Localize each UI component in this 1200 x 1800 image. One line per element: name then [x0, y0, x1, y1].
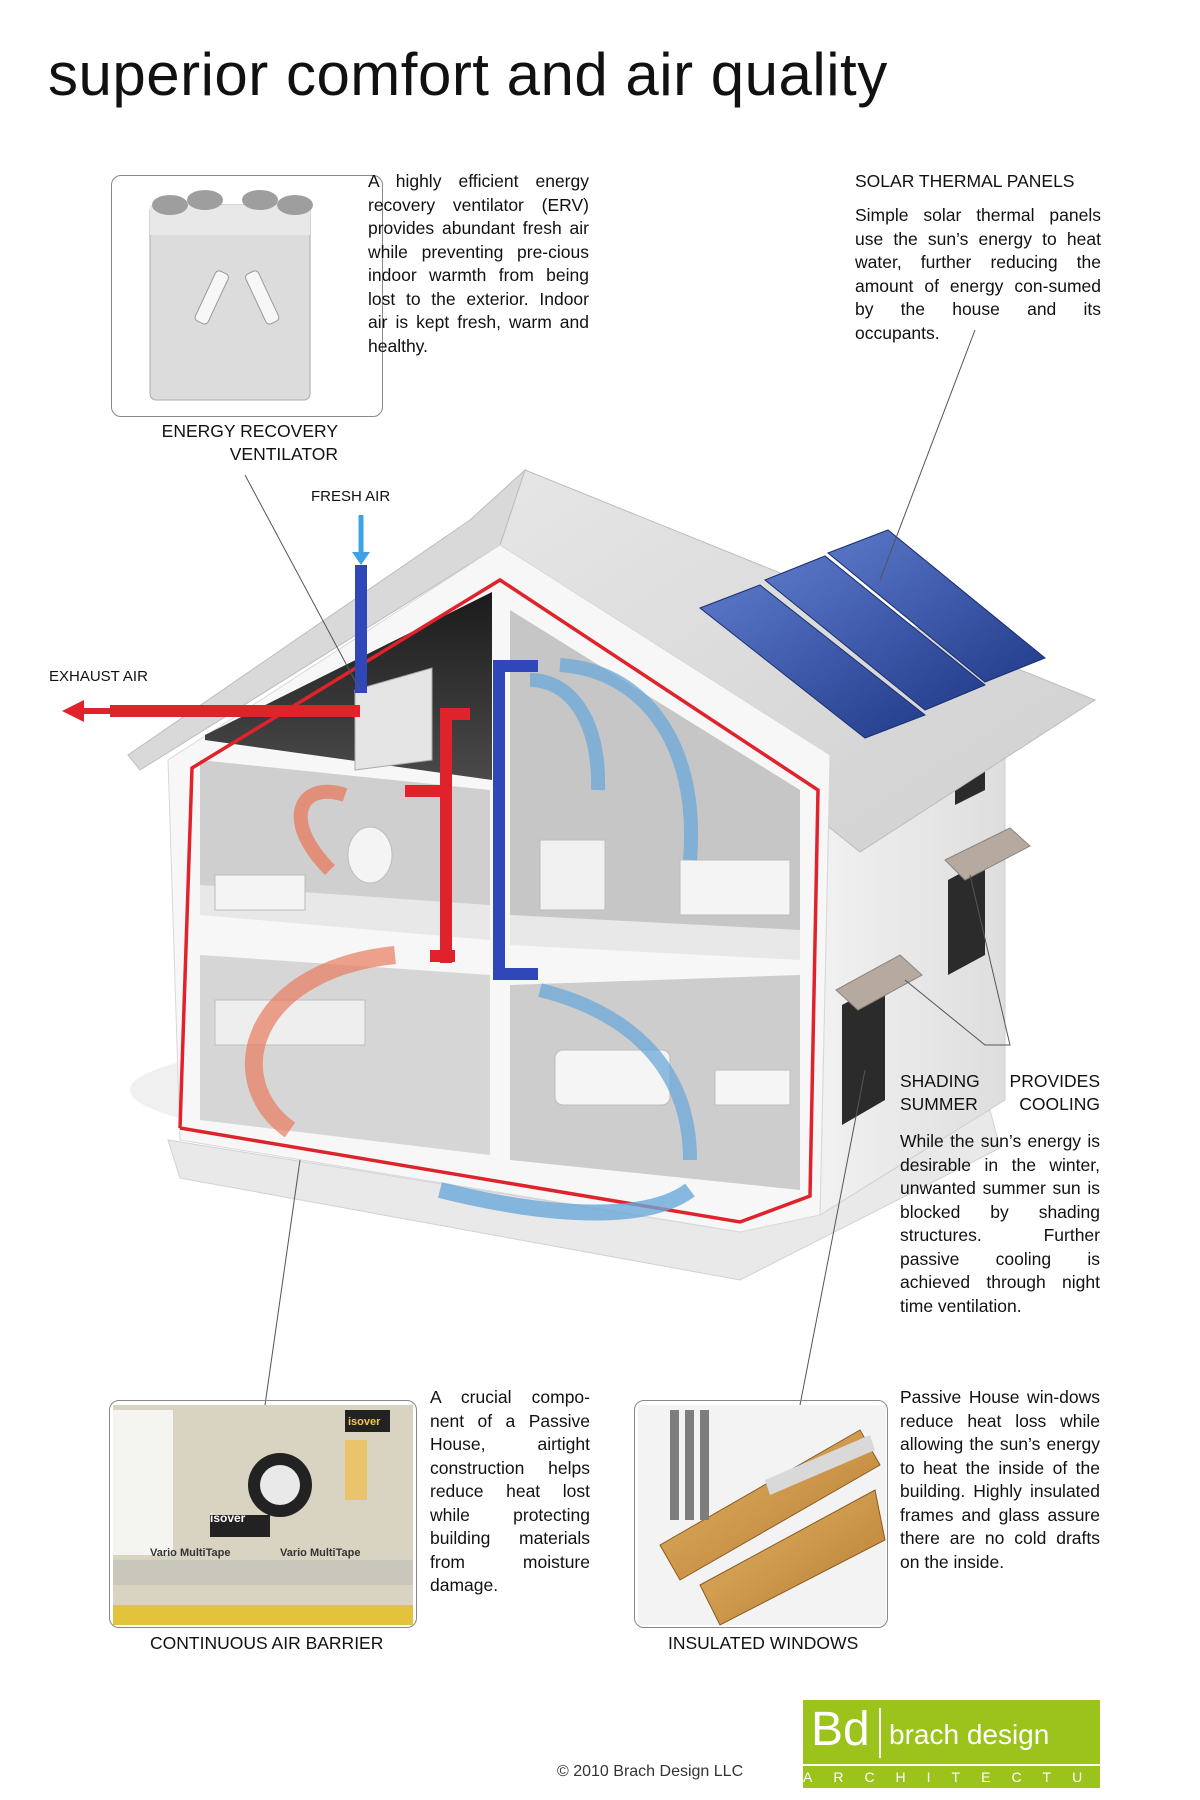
photo-tape-text-1: Vario MultiTape [150, 1547, 231, 1559]
windows-description: Passive House win-dows reduce heat loss … [900, 1387, 1100, 1572]
shading-description: While the sun’s energy is desirable in t… [900, 1131, 1100, 1316]
warm-air-flow-lower [245, 946, 396, 1138]
cool-air-flow-lower-1 [538, 983, 697, 1161]
insulated-window-photo-illustration [638, 1405, 886, 1626]
solar-panels [698, 529, 1046, 739]
erv-label-line2: VENTILATOR [229, 444, 338, 464]
side-window-lower [842, 982, 885, 1125]
exhaust-air-label: EXHAUST AIR [49, 668, 148, 685]
dresser [539, 839, 606, 911]
page-title: superior comfort and air quality [48, 41, 888, 108]
erv-description: A highly efficient energy recovery venti… [368, 171, 589, 356]
kitchen-counter [214, 999, 366, 1046]
solar-description: Simple solar thermal panels use the sun’… [855, 205, 1101, 343]
exhaust-arrow-shaft [82, 708, 114, 714]
fresh-air-supply-duct [355, 565, 538, 980]
logo-mark: Bd [811, 1703, 870, 1756]
erv-label: ENERGY RECOVERY VENTILATOR [120, 420, 338, 466]
leader-erv [244, 474, 361, 691]
warm-air-flow-upper [293, 784, 348, 875]
leader-windows [799, 1069, 866, 1406]
air-barrier-line [178, 577, 820, 1224]
cool-air-flow-lower-2 [438, 1182, 695, 1221]
air-barrier-photo-illustration [113, 1405, 413, 1625]
shading-overhang-upper [944, 827, 1031, 881]
logo-tagline: ARCHITECTURE [803, 1764, 1144, 1788]
photo-brand-isover-1: isover [210, 1511, 246, 1525]
toilet [347, 826, 393, 884]
air-barrier-label: CONTINUOUS AIR BARRIER [150, 1633, 384, 1653]
windows-photo-frame [634, 1400, 888, 1628]
cool-air-flow-upper-2 [559, 658, 699, 861]
roof-left-eave [127, 468, 527, 771]
fresh-air-arrow-tip [352, 552, 370, 565]
fresh-air-label: FRESH AIR [311, 488, 391, 505]
solar-heading: SOLAR THERMAL PANELS [855, 171, 1075, 191]
logo-name: brach design [889, 1719, 1050, 1750]
exhaust-air-duct [110, 705, 470, 963]
floor-upper-right [510, 915, 800, 960]
windows-label: INSULATED WINDOWS [668, 1633, 859, 1653]
shading-overhang-lower [835, 954, 923, 1011]
logo-divider [879, 1708, 881, 1758]
cool-air-flow-upper-1 [529, 673, 606, 791]
shading-heading: SHADING PROVIDES SUMMER COOLING [900, 1071, 1100, 1114]
erv-label-line1: ENERGY RECOVERY [161, 421, 338, 441]
erv-box-in-attic [354, 667, 433, 771]
bathtub [214, 874, 306, 911]
air-barrier-description: A crucial compo-nent of a Passive House,… [430, 1387, 590, 1595]
leader-solar [879, 329, 976, 581]
room-kitchen [200, 955, 490, 1155]
side-table [714, 1069, 791, 1106]
copyright-text: © 2010 Brach Design LLC [557, 1763, 744, 1780]
bed [679, 859, 791, 916]
air-barrier-photo-frame: isover isover Vario MultiTape Vario Mult… [109, 1400, 417, 1628]
leader-air-barrier [264, 1159, 301, 1406]
erv-unit-illustration [149, 190, 313, 401]
brach-design-logo: Bd brach design ARCHITECTURE [803, 1700, 1144, 1788]
photo-brand-isover-2: isover [348, 1416, 381, 1428]
exhaust-arrow-tip [62, 700, 84, 722]
leader-shading [904, 874, 1011, 1046]
erv-photo-frame [111, 175, 383, 417]
side-window-mid [948, 860, 985, 975]
photo-tape-text-2: Vario MultiTape [280, 1547, 361, 1559]
